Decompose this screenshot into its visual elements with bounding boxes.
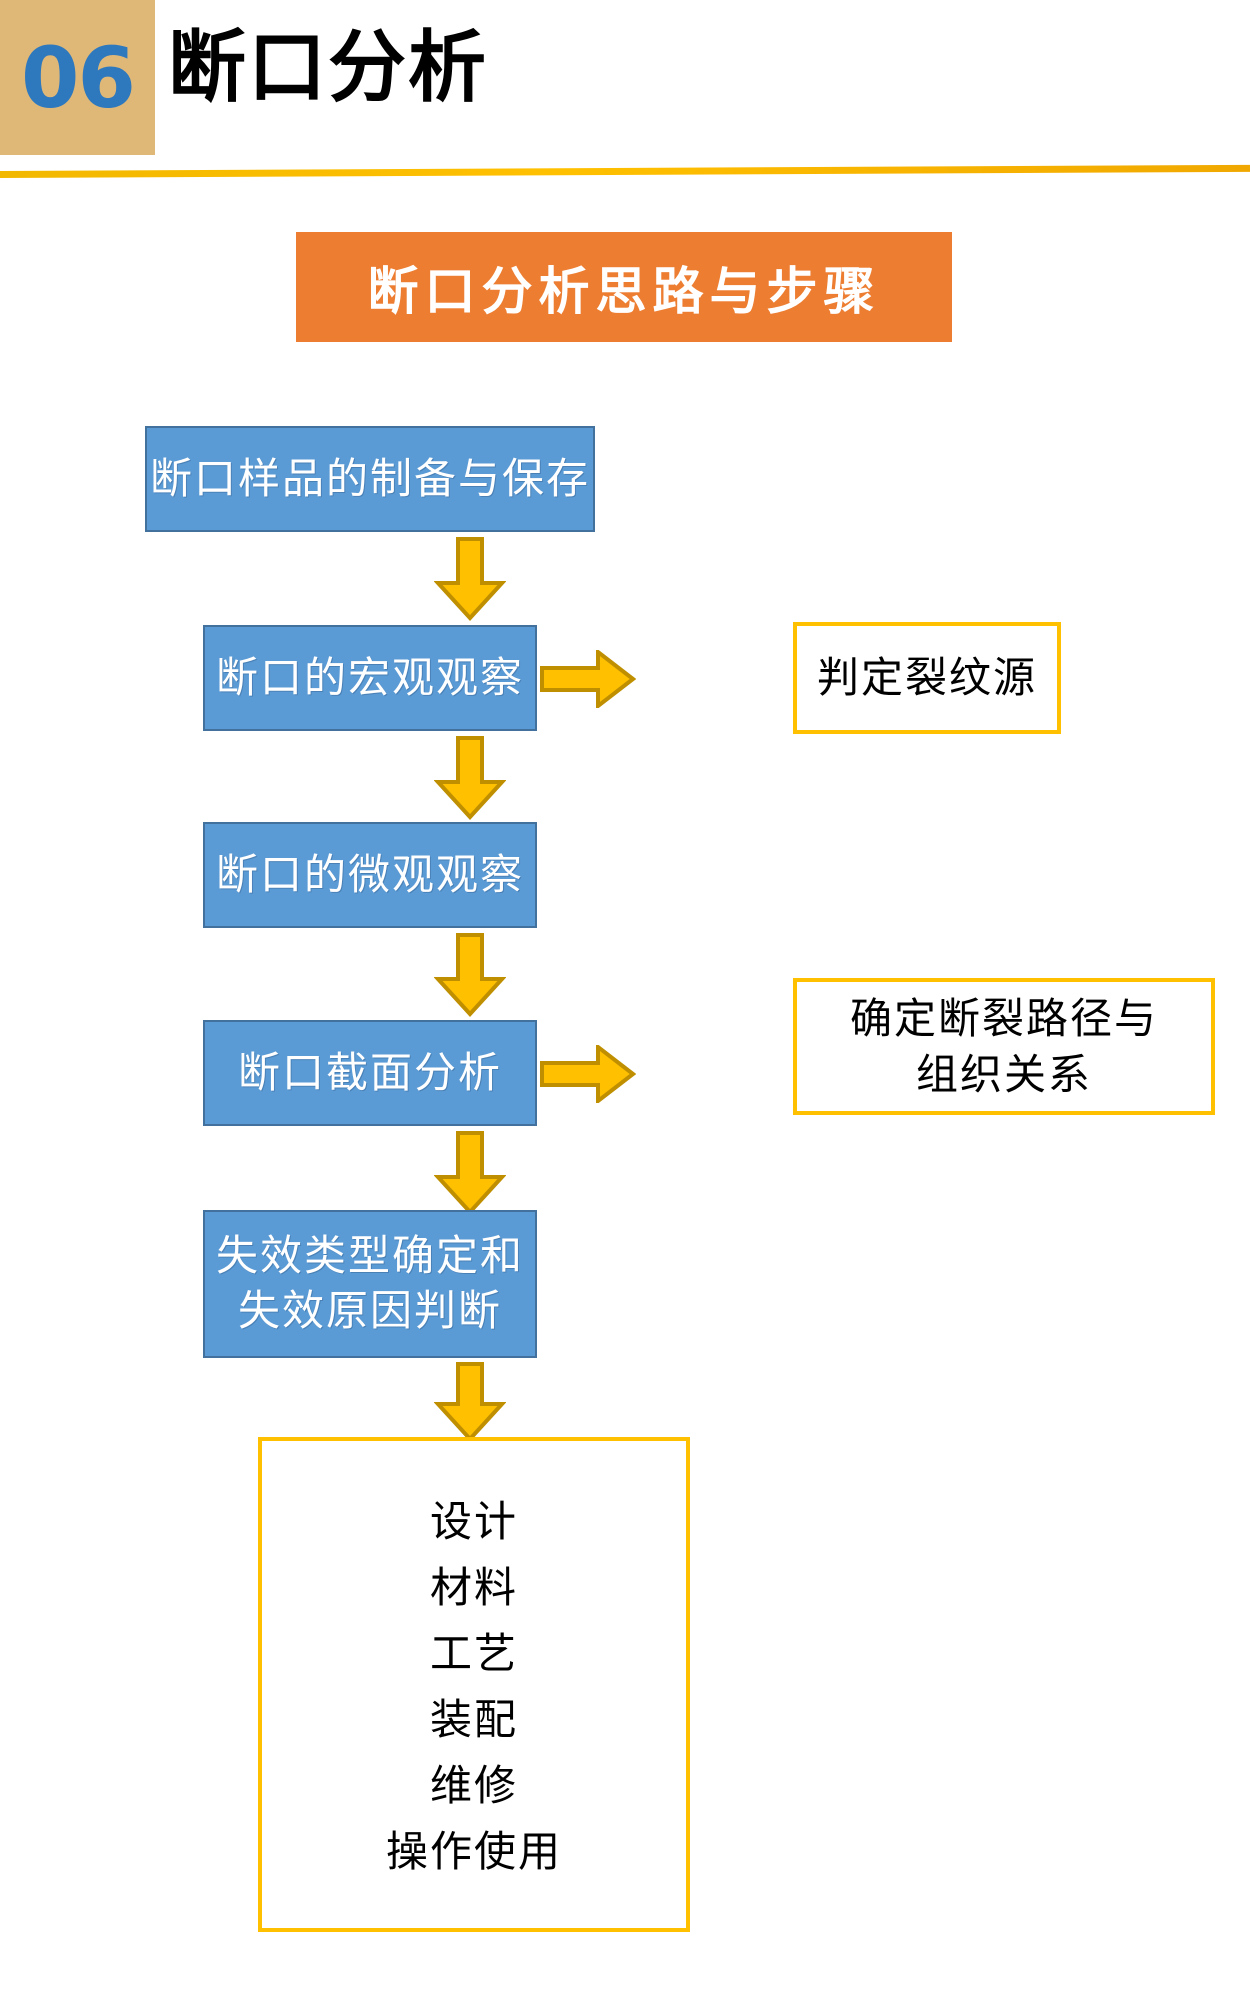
flow-step-5-label-line1: 失效类型确定和 [215, 1231, 524, 1281]
header-divider-rule [0, 164, 1250, 178]
arrow-down-icon [434, 736, 506, 820]
flow-step-4-label: 断口截面分析 [237, 1047, 502, 1097]
flow-step-3-label: 断口的微观观察 [215, 849, 524, 899]
page-title: 断口分析 [168, 23, 489, 113]
arrow-right-icon [540, 1045, 636, 1103]
arrow-down-icon [434, 1131, 506, 1215]
arrow-down-icon [434, 537, 506, 621]
flow-callout-1-label: 判定裂纹源 [816, 653, 1037, 703]
arrow-right-icon [540, 650, 636, 708]
arrow-down-icon [434, 933, 506, 1017]
section-banner-label: 断口分析思路与步骤 [367, 262, 881, 322]
flow-callout-2-label-line2: 组织关系 [915, 1049, 1092, 1099]
flow-step-3[interactable]: 断口的微观观察 [203, 822, 537, 928]
flow-callout-2[interactable]: 确定断裂路径与 组织关系 [793, 978, 1215, 1115]
list-item: 材料 [429, 1562, 518, 1612]
flow-step-5[interactable]: 失效类型确定和 失效原因判断 [203, 1210, 537, 1358]
flow-step-5-label-line2: 失效原因判断 [237, 1286, 502, 1335]
flow-step-1[interactable]: 断口样品的制备与保存 [145, 426, 595, 532]
flow-step-4[interactable]: 断口截面分析 [203, 1020, 537, 1126]
list-item: 设计 [429, 1496, 518, 1546]
section-number: 06 [21, 28, 136, 127]
arrow-down-icon [434, 1362, 506, 1442]
outcome-list-box[interactable]: 设计 材料 工艺 装配 维修 操作使用 [258, 1437, 690, 1932]
list-item: 工艺 [429, 1628, 518, 1678]
list-item: 装配 [429, 1694, 518, 1744]
flow-step-1-label: 断口样品的制备与保存 [149, 453, 590, 503]
section-number-badge: 06 [0, 0, 155, 155]
flow-callout-1[interactable]: 判定裂纹源 [793, 622, 1061, 734]
flow-step-2-label: 断口的宏观观察 [215, 652, 524, 702]
flow-callout-2-label-line1: 确定断裂路径与 [849, 994, 1158, 1044]
list-item: 操作使用 [385, 1826, 562, 1876]
flow-step-2[interactable]: 断口的宏观观察 [203, 625, 537, 731]
list-item: 维修 [429, 1760, 518, 1810]
section-banner: 断口分析思路与步骤 [296, 232, 952, 342]
